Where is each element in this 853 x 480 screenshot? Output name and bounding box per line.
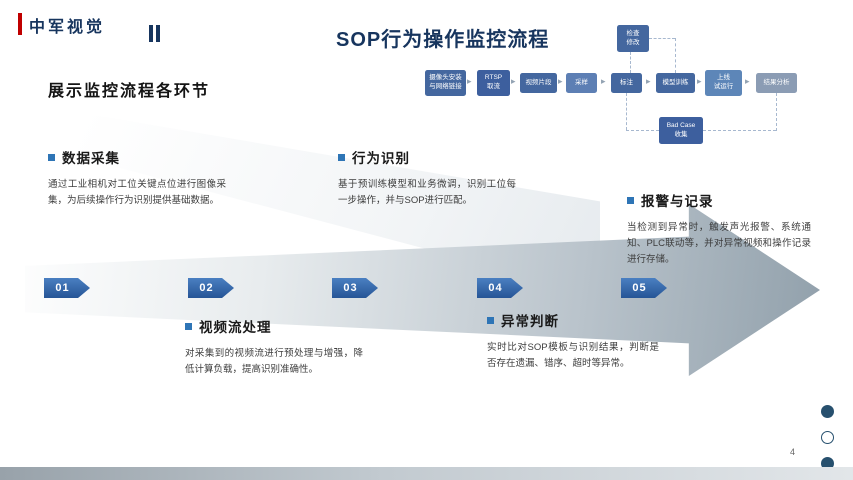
step-title-text: 异常判断 (501, 314, 559, 329)
page-title: SOP行为操作监控流程 (336, 29, 550, 51)
step-block-anomaly-judgment: 异常判断 实时比对SOP模板与识别结果，判断是否存在遗漏、错序、超时等异常。 (487, 310, 659, 372)
sop-flowchart: 摄像头安装 与网络链接 RTSP 取流 视频片段 采样 标注 模型训练 上线 试… (420, 20, 845, 152)
step-badge-01: 01 (44, 278, 90, 298)
flow-dashed-connector (630, 52, 631, 73)
step-title-text: 数据采集 (62, 151, 120, 166)
page-number: 4 (790, 447, 796, 457)
pagination-dot-filled (821, 405, 834, 418)
flow-arrow-icon: ▸ (601, 76, 606, 86)
step-block-data-collection: 数据采集 通过工业相机对工位关键点位进行图像采集，为后续操作行为识别提供基础数据… (48, 147, 226, 209)
flow-dashed-connector (626, 130, 659, 131)
step-title-text: 行为识别 (352, 151, 410, 166)
flow-node-rtsp-stream: RTSP 取流 (477, 70, 510, 96)
step-title: 数据采集 (48, 147, 226, 167)
flow-arrow-icon: ▸ (467, 76, 472, 86)
brand-separator-icon (149, 25, 163, 42)
step-block-alarm-record: 报警与记录 当检测到异常时，触发声光报警、系统通知、PLC联动等，并对异常视频和… (627, 190, 811, 268)
brand-red-bar (18, 13, 22, 35)
bullet-square-icon (487, 316, 494, 324)
step-block-behavior-recognition: 行为识别 基于预训练模型和业务微调，识别工位每一步操作，并与SOP进行匹配。 (338, 147, 516, 209)
flow-node-trial-run: 上线 试运行 (705, 70, 742, 96)
flow-arrow-icon: ▸ (558, 76, 563, 86)
flow-arrow-icon: ▸ (646, 76, 651, 86)
step-badge-03: 03 (332, 278, 378, 298)
flow-dashed-connector (626, 93, 627, 130)
step-description: 实时比对SOP模板与识别结果，判断是否存在遗漏、错序、超时等异常。 (487, 342, 659, 369)
step-badge-02: 02 (188, 278, 234, 298)
bullet-square-icon (185, 322, 192, 330)
page-subtitle: 展示监控流程各环节 (48, 83, 211, 100)
bullet-square-icon (338, 153, 345, 161)
step-block-video-processing: 视频流处理 对采集到的视频流进行预处理与增强，降低计算负载，提高识别准确性。 (185, 316, 363, 378)
step-title-text: 视频流处理 (199, 320, 272, 335)
pagination-dot-outline (821, 431, 834, 444)
flow-node-bad-case-collect: Bad Case 收集 (659, 117, 703, 144)
flow-node-model-training: 模型训练 (656, 73, 695, 93)
flow-node-camera-setup: 摄像头安装 与网络链接 (425, 70, 466, 96)
step-title: 行为识别 (338, 147, 516, 167)
step-title: 视频流处理 (185, 316, 363, 336)
flow-dashed-connector (776, 93, 777, 131)
flow-dashed-connector (675, 38, 676, 73)
brand-name: 中军视觉 (29, 19, 106, 36)
bullet-square-icon (48, 153, 55, 161)
flow-arrow-icon: ▸ (745, 76, 750, 86)
flow-node-video-clip: 视频片段 (520, 73, 557, 93)
step-badge-05: 05 (621, 278, 667, 298)
bullet-square-icon (627, 196, 634, 204)
flow-node-sampling: 采样 (566, 73, 597, 93)
flow-dashed-connector (703, 130, 776, 131)
flow-node-result-analysis: 结果分析 (756, 73, 797, 93)
flow-arrow-icon: ▸ (511, 76, 516, 86)
step-title: 报警与记录 (627, 190, 811, 210)
step-title-text: 报警与记录 (641, 194, 714, 209)
step-title: 异常判断 (487, 310, 659, 330)
step-description: 基于预训练模型和业务微调，识别工位每一步操作，并与SOP进行匹配。 (338, 179, 516, 206)
flow-node-check-revise: 检查 修改 (617, 25, 649, 52)
flow-arrow-icon: ▸ (697, 76, 702, 86)
step-description: 对采集到的视频流进行预处理与增强，降低计算负载，提高识别准确性。 (185, 348, 363, 375)
pagination-dot-filled (821, 457, 834, 470)
step-description: 当检测到异常时，触发声光报警、系统通知、PLC联动等，并对异常视频和操作记录进行… (627, 222, 811, 265)
step-description: 通过工业相机对工位关键点位进行图像采集，为后续操作行为识别提供基础数据。 (48, 179, 226, 206)
flow-node-annotation: 标注 (611, 73, 642, 93)
step-badge-04: 04 (477, 278, 523, 298)
bottom-gradient-bar (0, 467, 853, 480)
flow-dashed-connector (649, 38, 675, 39)
